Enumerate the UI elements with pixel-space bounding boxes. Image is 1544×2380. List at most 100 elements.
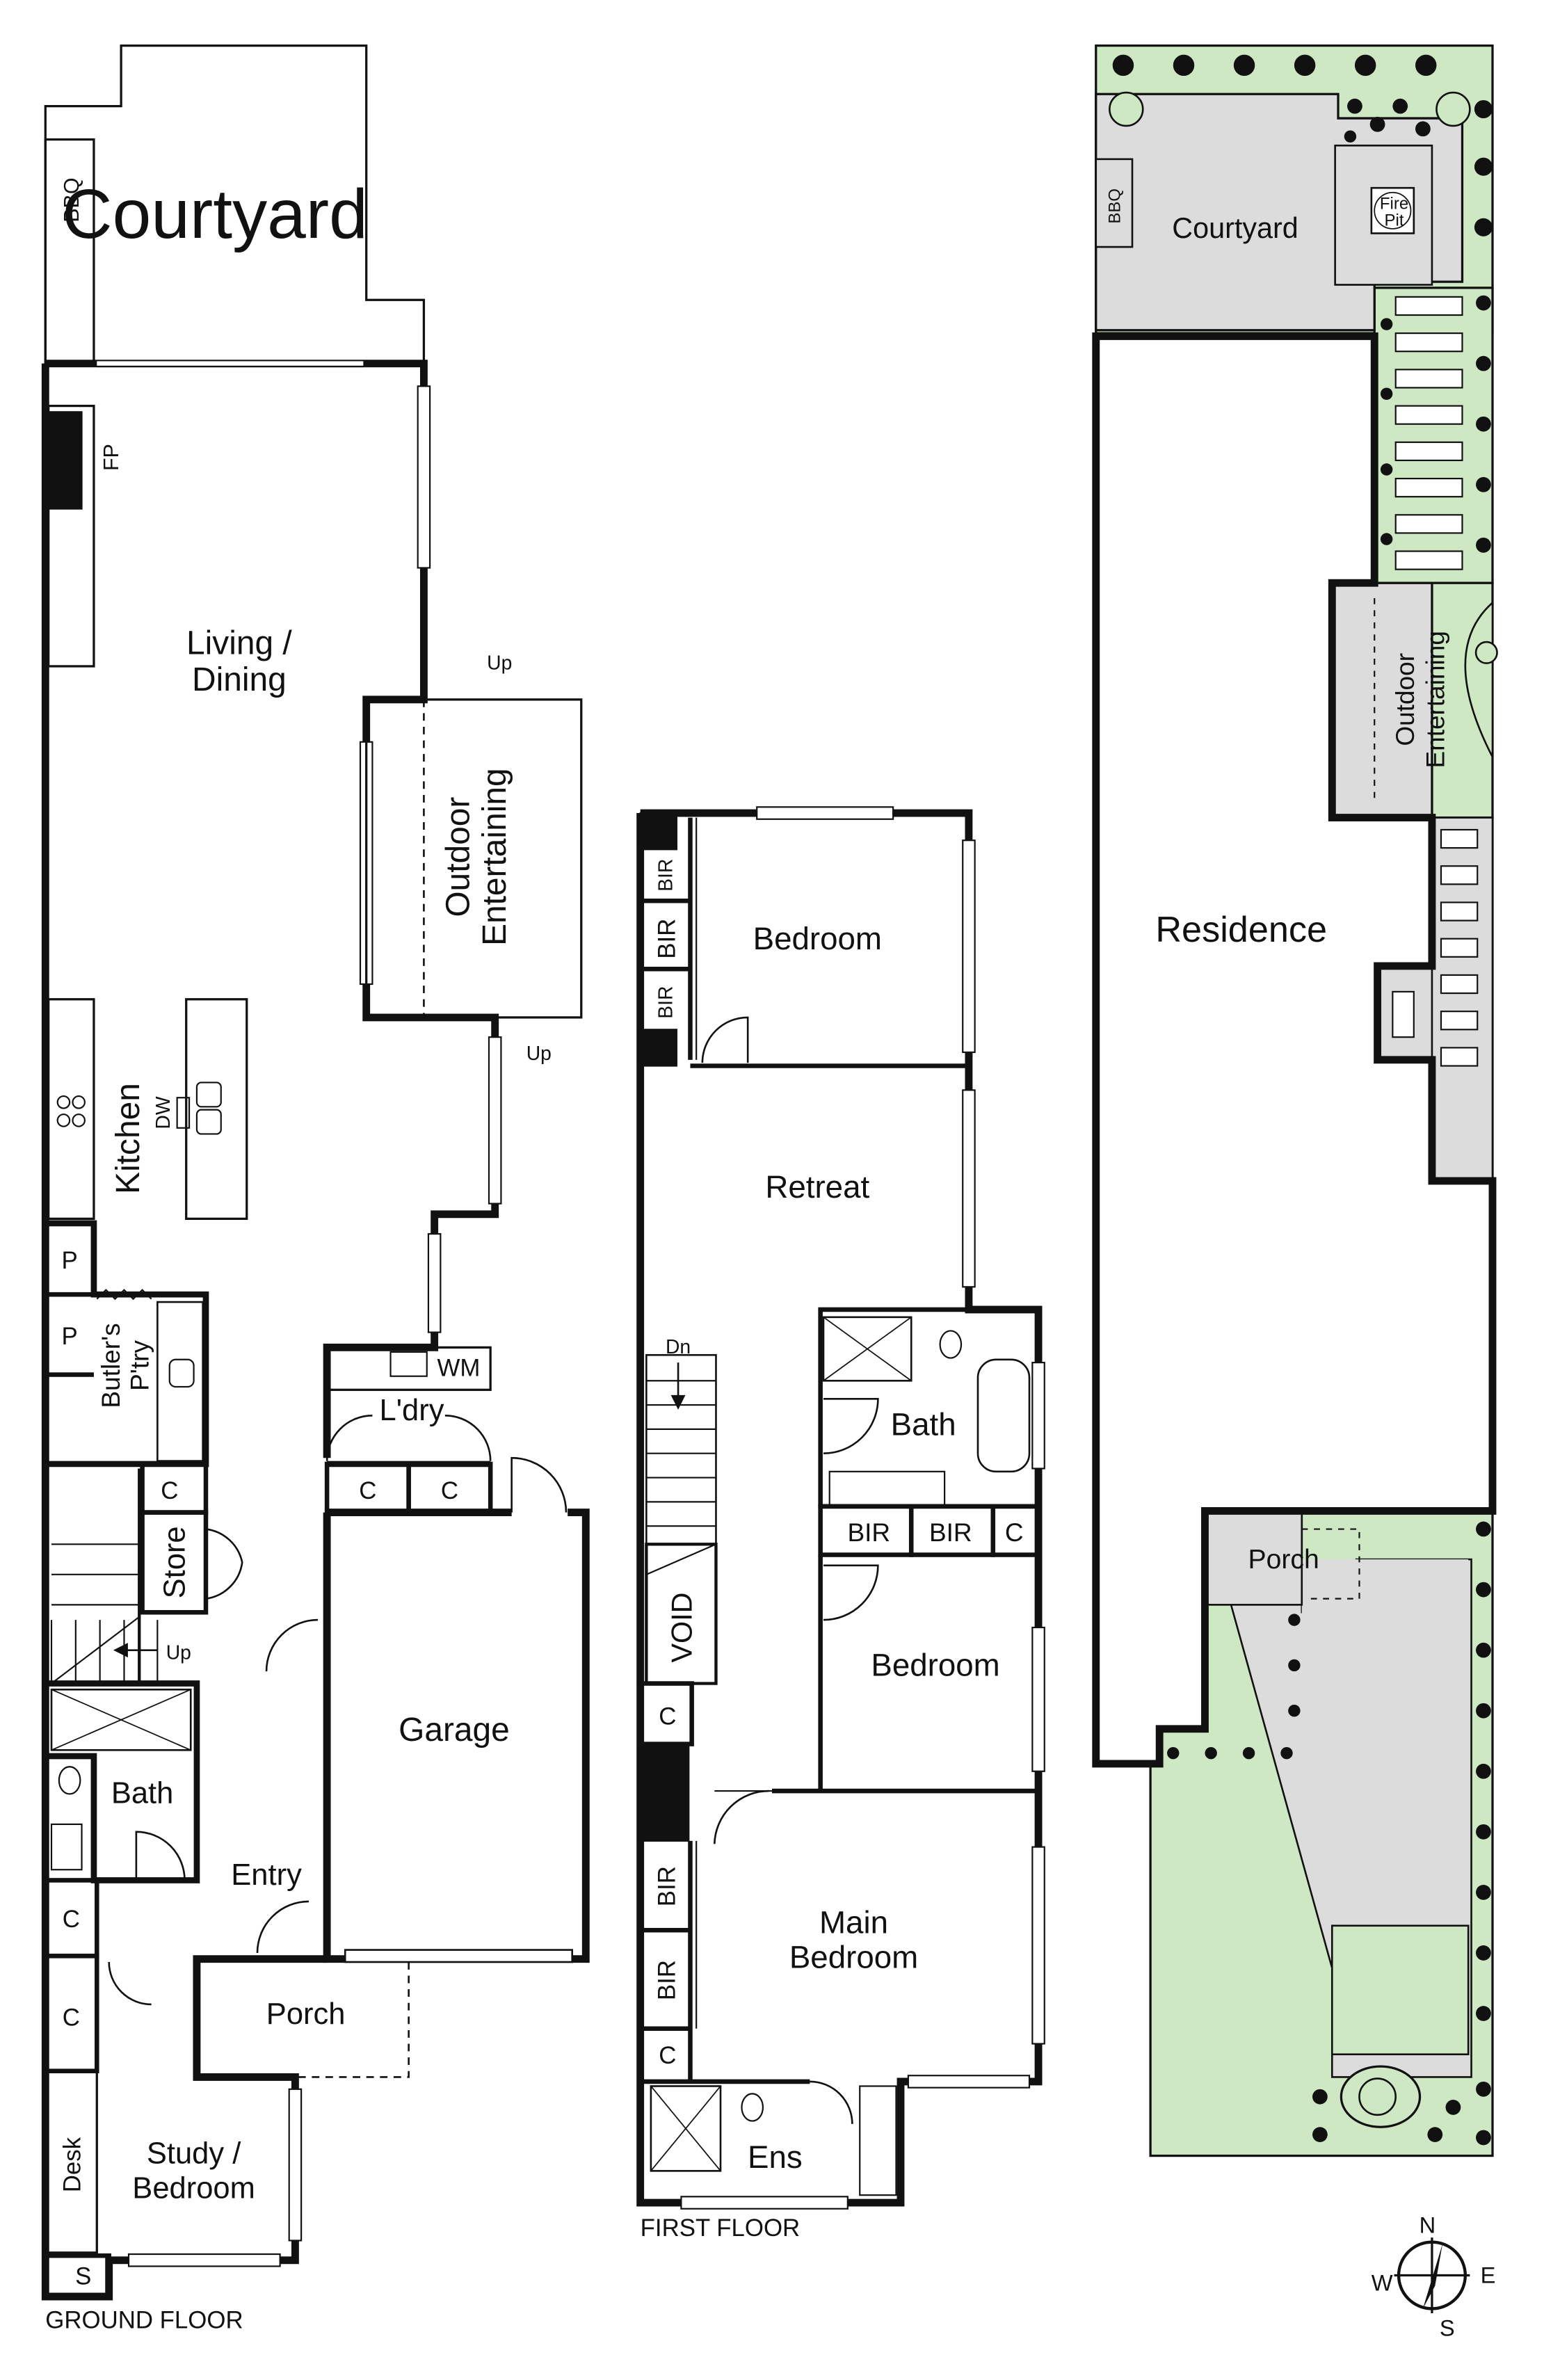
site-plan-labels: Courtyard BBQ Fire Pit Outdoor Entertain… [1106,188,1450,1575]
cooktop-burner-icon [56,1113,71,1127]
residence-footprint [1092,332,1497,1768]
room-label-main-bedroom: Bedroom [789,1940,918,1975]
room-label-desk: Desk [58,2137,86,2192]
site-label-fire: Fire [1380,195,1408,214]
room-label-entry: Entry [231,1858,302,1892]
cupboard-label: C [659,2042,676,2069]
cupboard [990,1504,1041,1557]
door-swing [713,1790,769,1844]
room-label-ensuite: Ens [748,2139,803,2175]
window [1031,1846,1045,2045]
cupboard-label: C [63,2004,80,2031]
compass-west: W [1372,2269,1393,2295]
room-label-study: Study / [147,2137,241,2170]
bir-label: BIR [654,986,676,1019]
site-label-bbq: BBQ [1106,188,1125,224]
tree-icon [1358,2077,1397,2116]
room-label-fp: FP [99,444,123,471]
tree-icon [1109,91,1144,127]
compass-south: S [1440,2315,1455,2341]
compass: N E S W [1372,2212,1496,2341]
stair-up-label: Up [487,651,512,673]
first-floor-caption: FIRST FLOOR [641,2214,801,2242]
shower [650,2085,722,2172]
room-label-kitchen: Kitchen [110,1083,147,1194]
door-swing [135,1831,186,1881]
door-swing [325,1414,373,1461]
toilet-icon [939,1330,963,1359]
laundry-bench [325,1346,492,1391]
room-label-dining: Dining [192,661,287,698]
void-label: VOID [666,1592,698,1662]
compass-east: E [1481,2262,1496,2287]
bir-label: BIR [847,1518,890,1547]
desk [44,2070,98,2254]
door-swing [256,1900,309,1953]
room-label-butlers: Butler's [97,1323,125,1408]
stair-up-label: Up [526,1042,552,1064]
window [907,2075,1031,2089]
room-label-laundry: L'dry [380,1394,444,1427]
door-swing [444,1414,492,1461]
window [288,2088,303,2242]
tree-icon [1436,91,1471,127]
garage-walls [323,1509,590,1963]
ground-floor-caption: GROUND FLOOR [45,2307,243,2334]
door-swing [823,1564,879,1621]
lawn [1330,1924,1470,2056]
pantry-label: P [62,1323,78,1350]
stair-up-label: Up [166,1641,191,1664]
storage [43,2253,111,2299]
site-plan [1092,44,1498,2157]
garden-shrubs [1112,54,1493,2146]
cooktop-burner-icon [72,1095,86,1109]
stair-arrow-head [670,1394,686,1410]
room-label-pantry: P'try [125,1340,154,1391]
kitchen-island [185,998,248,1220]
pantry-bench [156,1301,204,1462]
kitchen-bench [47,998,95,1220]
shower [822,1316,912,1382]
room-label-bbq: BBQ [60,177,83,222]
sink-icon [195,1082,222,1108]
column [639,812,677,851]
first-floor-plan [636,806,1045,2210]
door-swing [108,1961,152,2006]
window [127,2253,281,2267]
bir-label: BIR [929,1518,972,1547]
garage-door-swing [510,1456,568,1513]
window [1031,1362,1045,1470]
cooktop-burner-icon [72,1113,86,1127]
sink-icon [168,1358,195,1388]
courtyard-outline [44,44,426,364]
ground-floor-plan [41,44,590,2301]
site-label-residence: Residence [1155,910,1327,950]
site-label-courtyard: Courtyard [1172,212,1298,244]
dishwasher-label: DW [152,1096,174,1129]
window [962,1089,976,1288]
site-label-entertaining: Entertaining [1421,631,1449,768]
fireplace [47,411,83,510]
bir-label: BIR [654,919,681,959]
shower [50,1688,192,1751]
room-label-bedroom: Bedroom [753,921,882,956]
room-label-entertaining: Entertaining [476,768,513,946]
cupboard-label: C [441,1477,458,1504]
door-swing [205,1528,243,1600]
room-label-bath: Bath [891,1407,956,1442]
ground-floor-labels: Courtyard BBQ FP Living / Dining Outdoor… [45,175,552,2334]
room-label-bedroom: Bedroom [132,2172,255,2205]
stair-treads [646,1380,716,1527]
vanity [50,1823,83,1871]
door-swing [701,1016,749,1063]
window [680,2196,849,2210]
cupboard-label: C [1005,1518,1024,1547]
stair-arrow-head [113,1643,128,1658]
first-floor-labels: BIR BIR BIR Bedroom Retreat Dn Bath BIR … [641,859,1024,2242]
column [639,1029,677,1067]
bir-label: BIR [654,859,676,892]
compass-north: N [1420,2212,1436,2238]
site-label-outdoor: Outdoor [1391,653,1420,746]
site-label-porch: Porch [1248,1545,1319,1575]
